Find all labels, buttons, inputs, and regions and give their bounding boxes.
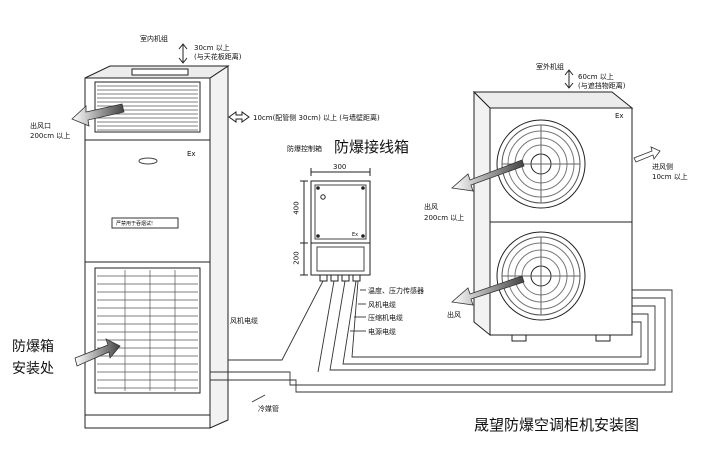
indoor-ex-mark: Ex [187,150,196,158]
panel-notice-label: 严禁用于吞烟试! [116,221,154,227]
outdoor-fan-lower [496,231,586,321]
outdoor-outlet-upper-label: 出风 200cm 以上 [424,203,465,222]
compressor-cable-label: 压缩机电缆 [368,314,403,322]
indoor-unit-label: 室内机组 [140,35,168,43]
indoor-clearance-label: 30cm 以上 (与天花板距离) [194,44,242,61]
outdoor-ex-mark: Ex [615,112,624,120]
fan-cable-label: 风机电缆 [368,301,396,309]
install-location-label: 防爆箱 安装处 [12,339,54,377]
inlet-side-arrow [633,146,661,163]
power-cable-label: 电源电缆 [368,328,396,336]
outdoor-outlet-lower-label: 出风 [447,311,461,319]
inlet-side-label: 进风侧 10cm 以上 [652,163,688,181]
outdoor-outlet-arrows [451,159,525,306]
box-ex-mark: Ex [352,232,359,238]
outdoor-unit-label: 室外机组 [536,63,564,71]
indoor-outlet-arrow [71,103,125,127]
box-upper-height-dimension: 400 [292,201,301,215]
junction-box-label: 防爆接线箱 [334,138,410,156]
outdoor-unit [472,90,634,342]
explosion-proof-junction-box [300,168,371,282]
indoor-cabinet-unit [84,65,230,429]
pipe-and-cable-runs [210,280,673,403]
box-width-dimension: 300 [333,163,347,171]
fan-cable-left-label: 风机电缆 [230,317,258,325]
outdoor-fan-upper [496,119,586,209]
box-lower-height-dimension: 200 [292,251,301,265]
diagram-title: 晟望防爆空调柜机安装图 [474,416,640,434]
install-location-arrow [74,338,121,367]
sensor-cable-label: 温度、压力传感器 [368,287,424,295]
refrigerant-pipe-label: 冷媒管 [258,405,279,413]
outdoor-top-clearance-arrow [564,69,574,89]
control-box-label: 防爆控制箱 [287,145,322,153]
outdoor-clearance-label: 60cm 以上 (与遮挡物距离) [578,73,626,90]
side-clearance-label: 10cm(配管侧 30cm) 以上 (与墙壁距离) [253,114,380,122]
indoor-outlet-label: 出风口 200cm 以上 [30,122,71,140]
indoor-top-clearance-arrow [178,43,188,64]
side-clearance-arrow [228,111,250,123]
